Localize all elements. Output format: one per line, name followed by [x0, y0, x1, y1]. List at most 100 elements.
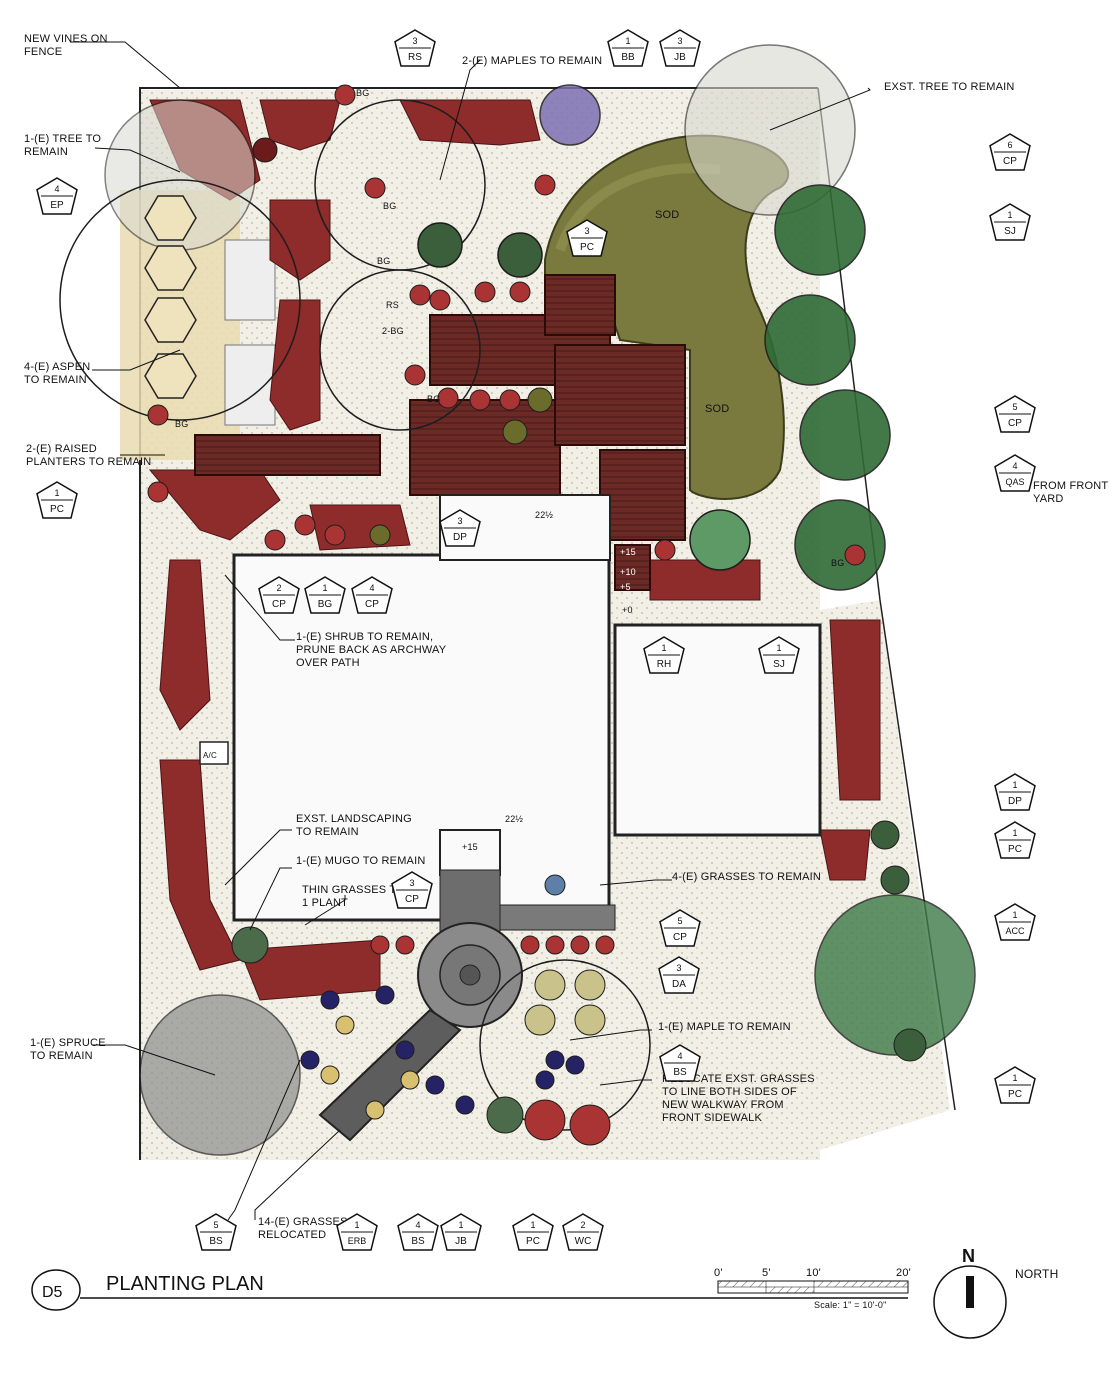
plant-tag-bb: 1BB [607, 29, 649, 67]
plant-tag-quantity: 4 [1012, 461, 1017, 471]
plant-tag-quantity: 5 [1012, 402, 1017, 412]
dimension-label: 22½ [505, 814, 523, 824]
ac-unit-label: A/C [203, 751, 217, 760]
plant-tag-dp: 1DP [994, 773, 1036, 811]
plant-tag-quantity: 3 [677, 36, 682, 46]
callout-line: 1-(E) SPRUCE [30, 1037, 106, 1049]
callout-line: NEW WALKWAY FROM [662, 1099, 784, 1111]
plant-tag-code: PC [580, 242, 594, 253]
callout-line: REMAIN [24, 146, 68, 158]
plant-tag-bs: 4BS [397, 1213, 439, 1251]
plant-tag-code: CP [365, 599, 379, 610]
callout-line: 1-(E) SHRUB TO REMAIN, [296, 631, 433, 643]
plant-tag-code: JB [674, 52, 686, 63]
rs-label: RS [386, 300, 399, 310]
plant-tag-quantity: 1 [354, 1220, 359, 1230]
title-block: D5 PLANTING PLAN [31, 1269, 908, 1311]
plant-tag-code: PC [526, 1236, 540, 1247]
plant-tag-quantity: 2 [580, 1220, 585, 1230]
plant-tag-pc: 1PC [512, 1213, 554, 1251]
north-letter: N [962, 1246, 975, 1266]
plant-tag-code: CP [1003, 156, 1017, 167]
scale-tick: 20' [896, 1267, 911, 1279]
plant-tags: 3RS1BB3JB6CP1SJ4EP3PC1PC3DP2CP1BG4CP5CP4… [36, 29, 1036, 1251]
wood-deck [194, 274, 686, 591]
plant-tag-code: BS [673, 1067, 687, 1078]
scale-tick: 5' [762, 1267, 771, 1279]
plant-tag-pc: 1PC [994, 1066, 1036, 1104]
plant-tag-code: BS [411, 1236, 425, 1247]
callout-line: TO REMAIN [30, 1050, 93, 1062]
plant-tag-da: 3DA [658, 956, 700, 994]
plant-tag-cp: 3CP [391, 871, 433, 909]
callout-line: FENCE [24, 46, 62, 58]
plant-tag-code: CP [272, 599, 286, 610]
plant-tag-quantity: 3 [676, 963, 681, 973]
callout-maples: 2-(E) MAPLES TO REMAIN [462, 55, 602, 67]
plant-tag-code: PC [1008, 1089, 1022, 1100]
callout-line: 1 PLANT [302, 897, 348, 909]
plant-tag-quantity: 1 [1012, 828, 1017, 838]
callout-shrub: 1-(E) SHRUB TO REMAIN,PRUNE BACK AS ARCH… [296, 631, 447, 669]
perennial-plants [147, 84, 927, 1146]
plant-tag-code: DP [1008, 796, 1022, 807]
plant-tag-code: CP [405, 894, 419, 905]
callout-line: EXST. TREE TO REMAIN [884, 81, 1015, 93]
drawing-title: PLANTING PLAN [106, 1273, 264, 1295]
plant-tag-sj: 1SJ [989, 203, 1031, 241]
plant-tag-bs: 4BS [659, 1044, 701, 1082]
plant-tag-quantity: 1 [1012, 910, 1017, 920]
elevation-label: +15 [620, 547, 636, 557]
plant-tag-cp: 4CP [351, 576, 393, 614]
plant-tag-quantity: 1 [776, 643, 781, 653]
callout-ext-tree: EXST. TREE TO REMAIN [884, 81, 1015, 93]
callout-line: OVER PATH [296, 657, 360, 669]
plant-tag-quantity: 1 [1012, 780, 1017, 790]
plant-tag-code: CP [673, 932, 687, 943]
trees [59, 44, 976, 1156]
callout-line: TO REMAIN [24, 374, 87, 386]
plant-tag-quantity: 1 [322, 583, 327, 593]
plant-tag-code: PC [50, 504, 64, 515]
callout-mugo: 1-(E) MUGO TO REMAIN [296, 855, 426, 867]
leader-lines [70, 41, 871, 1221]
callout-line: YARD [1033, 493, 1064, 505]
plant-tag-quantity: 5 [677, 916, 682, 926]
plant-tag-quantity: 2 [276, 583, 281, 593]
bg-label: BG [175, 419, 188, 429]
callout-grasses-remain: 4-(E) GRASSES TO REMAIN [672, 871, 821, 883]
plant-tag-pc: 1PC [36, 481, 78, 519]
scale-tick: 0' [714, 1267, 723, 1279]
plant-tag-code: CP [1008, 418, 1022, 429]
plant-tag-quantity: 1 [661, 643, 666, 653]
plant-tag-quantity: 3 [412, 36, 417, 46]
callout-line: TO LINE BOTH SIDES OF [662, 1086, 797, 1098]
plant-tag-rh: 1RH [643, 636, 685, 674]
plant-tag-pc: 3PC [566, 219, 608, 257]
plant-tag-code: BB [621, 52, 635, 63]
bg-label: BG [383, 201, 396, 211]
callout-line: 1-(E) TREE TO [24, 133, 101, 145]
callout-line: 2-(E) RAISED [26, 443, 97, 455]
plant-tag-code: BS [209, 1236, 223, 1247]
plant-tag-ep: 4EP [36, 177, 78, 215]
callout-line: FROM FRONT [1033, 480, 1108, 492]
callout-line: 4-(E) ASPEN [24, 361, 90, 373]
callout-line: PLANTERS TO REMAIN [26, 456, 151, 468]
scale-tick: 10' [806, 1267, 821, 1279]
callout-line: NEW VINES ON [24, 33, 108, 45]
bg-label: BG [427, 394, 440, 404]
plant-tag-quantity: 4 [415, 1220, 420, 1230]
plant-tag-code: PC [1008, 844, 1022, 855]
plant-tag-code: SJ [1004, 226, 1016, 237]
plant-tag-quantity: 1 [1007, 210, 1012, 220]
plant-tag-cp: 6CP [989, 133, 1031, 171]
